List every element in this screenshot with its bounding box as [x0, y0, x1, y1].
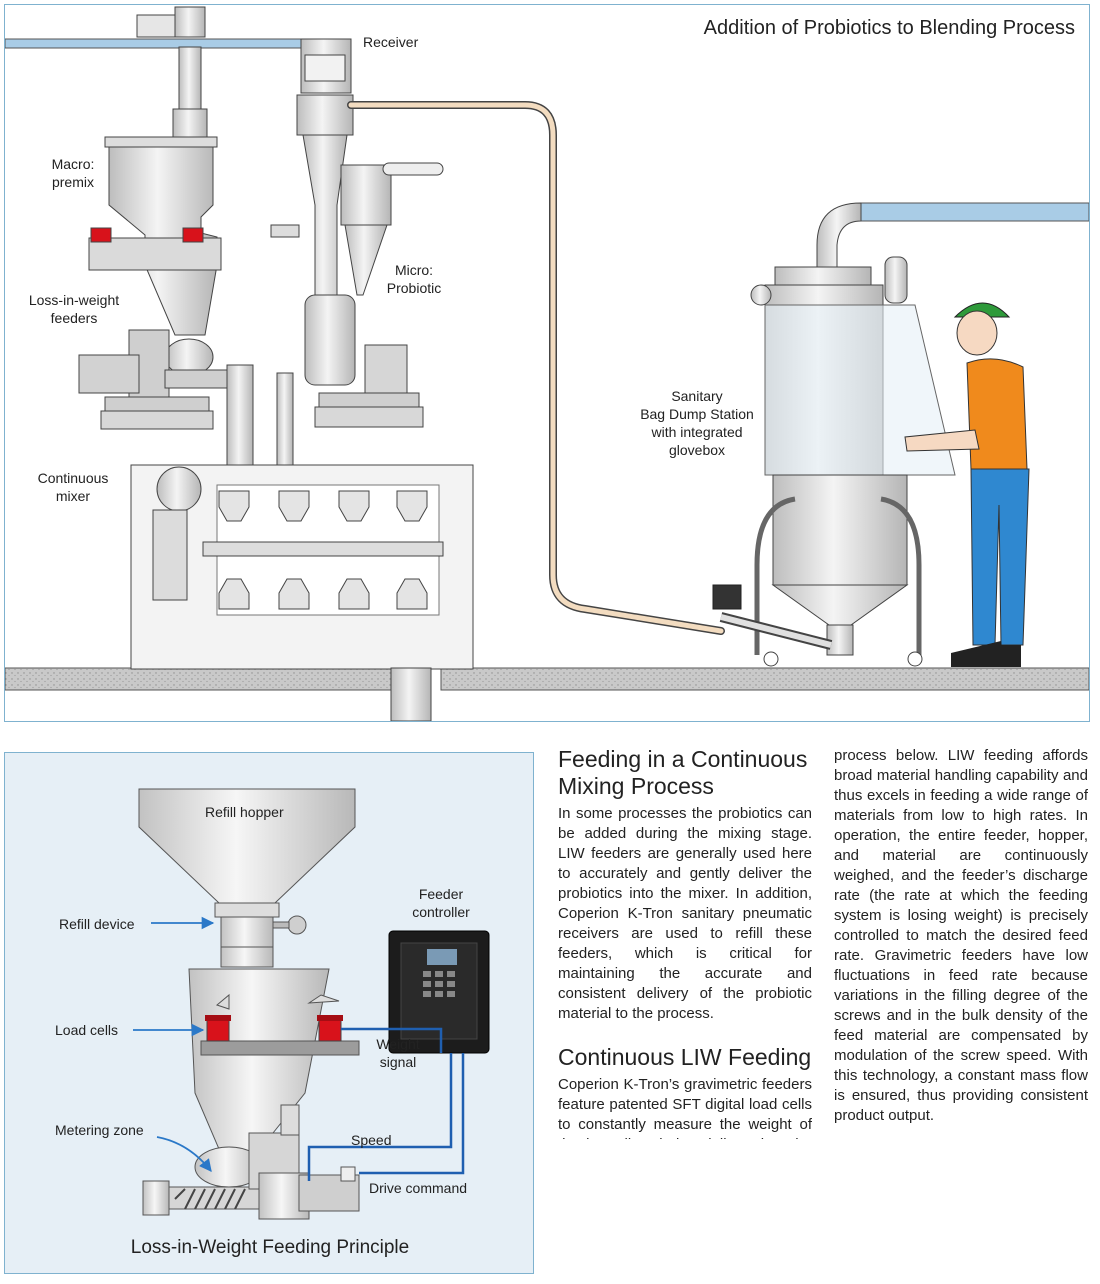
macro-feeder — [78, 136, 236, 430]
load-cell-right — [317, 1015, 343, 1042]
conveying-pipe — [5, 6, 306, 140]
paragraph-continuous-mixing: In some processes the probiotics can be … — [558, 805, 812, 1022]
continuous-mixer — [130, 464, 474, 721]
bag-dump-station — [712, 202, 1089, 667]
drive-command-label: Drive command — [369, 1180, 468, 1196]
liw-principle-drawing — [133, 788, 490, 1220]
heading-continuous-liw: Continuous LIW Feeding — [558, 1044, 812, 1070]
feeder-controller — [388, 930, 490, 1054]
probiotics-blending-diagram: Addition of Probiotics to Blending Proce… — [4, 4, 1090, 722]
article-column-left: Feeding in a Continuous Mixing Process I… — [558, 746, 812, 1139]
feed-pipes — [226, 364, 294, 466]
blending-process-drawing — [5, 6, 1089, 721]
metering-zone-label: Metering zone — [55, 1122, 144, 1138]
callout-arrows — [133, 916, 215, 1172]
load-cells-label: Load cells — [55, 1022, 119, 1038]
heading-continuous-mixing: Feeding in a Continuous Mixing Process — [558, 746, 808, 799]
liw-principle-caption: Loss-in-Weight Feeding Principle — [130, 1237, 410, 1258]
macro-premix-label: Macro:premix — [51, 156, 95, 190]
operator-figure — [904, 302, 1030, 667]
load-cell-left — [205, 1015, 231, 1042]
micro-feeder — [270, 38, 444, 428]
signal-lines — [307, 1027, 465, 1181]
speed-label: Speed — [351, 1132, 392, 1148]
receiver-label: Receiver — [363, 34, 419, 50]
diagram-title: Addition of Probiotics to Blending Proce… — [703, 17, 1075, 39]
refill-hopper-label: Refill hopper — [205, 804, 284, 820]
paragraph-continuous-liw: Coperion K-Tron’s gravimetric feeders fe… — [558, 1076, 812, 1139]
article-column-right: Coperion K-Tron’s gravimetric feeders fe… — [834, 746, 1088, 1202]
floor — [5, 667, 1089, 691]
refill-hopper — [138, 788, 356, 968]
refill-device-label: Refill device — [59, 916, 135, 932]
paragraph-continuous-liw-continued: Coperion K-Tron’s gravimetric feeders fe… — [834, 727, 1088, 1124]
micro-probiotic-label: Micro:Probiotic — [386, 262, 442, 296]
